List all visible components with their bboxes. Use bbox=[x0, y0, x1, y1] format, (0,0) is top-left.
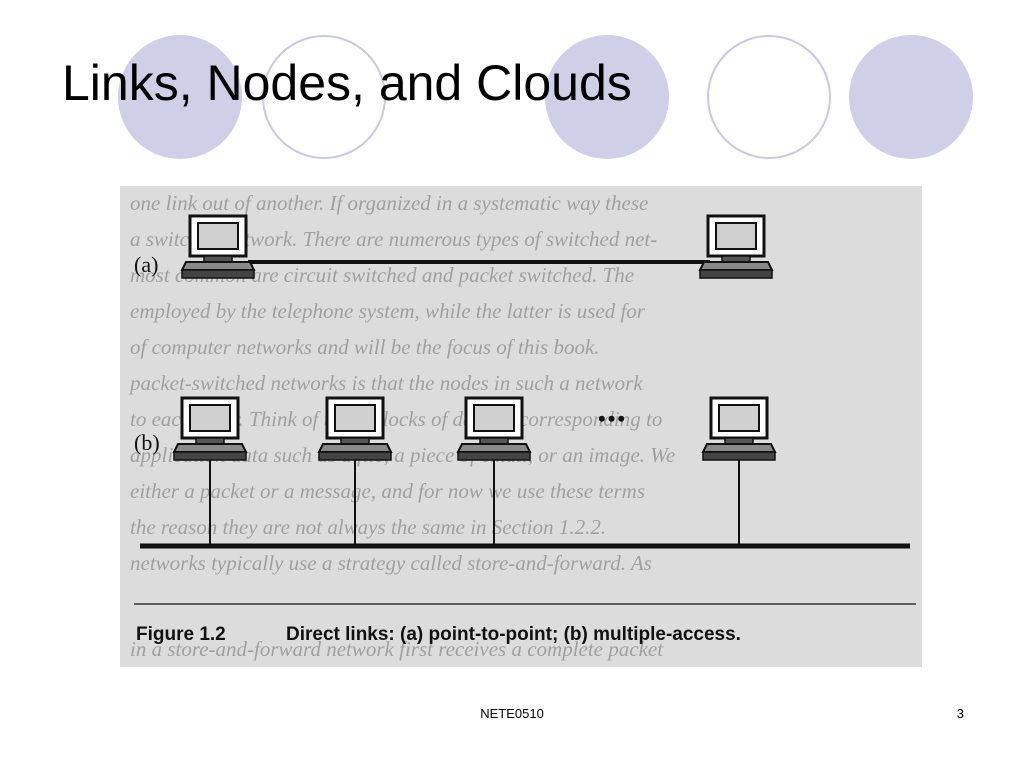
computer-icon bbox=[698, 214, 774, 280]
ellipsis-more-nodes: ••• bbox=[598, 406, 627, 431]
bleed-through-line: employed by the telephone system, while … bbox=[130, 299, 646, 323]
decorative-circle bbox=[849, 35, 973, 159]
label-a: (a) bbox=[134, 252, 158, 277]
computer-icon bbox=[317, 396, 393, 462]
bleed-through-line: packet-switched networks is that the nod… bbox=[128, 371, 643, 395]
decorative-circle bbox=[118, 35, 242, 159]
bleed-through-line: either a packet or a message, and for no… bbox=[130, 479, 645, 503]
bleed-through-line: networks typically use a strategy called… bbox=[130, 551, 652, 575]
label-b: (b) bbox=[134, 430, 160, 455]
figure-diagram: one link out of another. If organized in… bbox=[128, 191, 916, 661]
slide-title: Links, Nodes, and Clouds bbox=[62, 55, 632, 111]
bleed-through-line: in a store-and-forward network first rec… bbox=[130, 637, 664, 661]
computer-icon bbox=[456, 396, 532, 462]
page-number: 3 bbox=[956, 706, 964, 721]
computer-icon bbox=[180, 214, 256, 280]
figure-direct-links: one link out of another. If organized in… bbox=[120, 186, 922, 667]
decorative-ring bbox=[707, 35, 831, 159]
computer-icon bbox=[172, 396, 248, 462]
figure-caption: Direct links: (a) point-to-point; (b) mu… bbox=[286, 624, 741, 645]
figure-number: Figure 1.2 bbox=[136, 624, 226, 645]
bleed-through-line: one link out of another. If organized in… bbox=[130, 191, 648, 215]
decorative-circle bbox=[545, 35, 669, 159]
bleed-through-line: the reason they are not always the same … bbox=[130, 515, 606, 539]
footer-course-code: NETE0510 bbox=[480, 706, 544, 721]
decorative-ring bbox=[262, 35, 386, 159]
bleed-through-line: of computer networks and will be the foc… bbox=[130, 335, 600, 359]
computer-icon bbox=[701, 396, 777, 462]
